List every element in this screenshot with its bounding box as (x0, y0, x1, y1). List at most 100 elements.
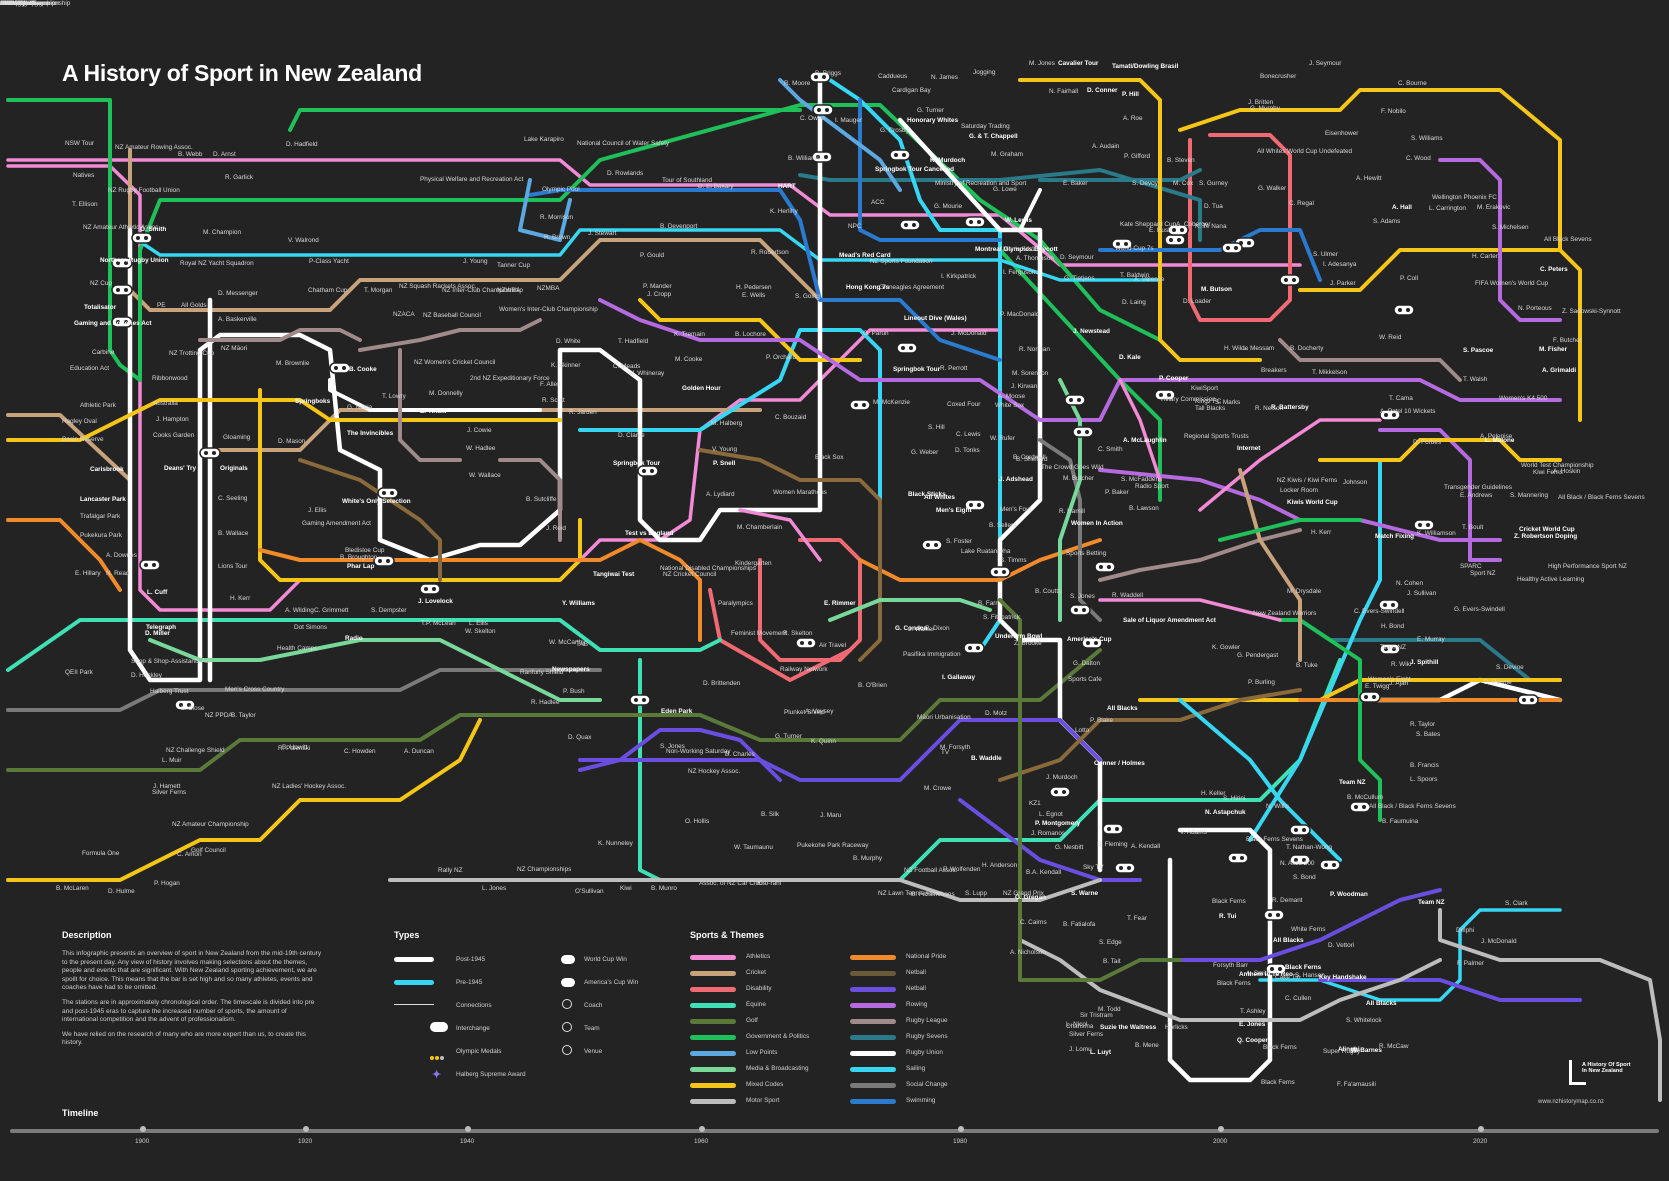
station-label: N. Plummer (0, 0, 36, 7)
station-label: W. Wallace (469, 472, 501, 479)
station-label: Men's Cross Country (225, 686, 285, 693)
station-label: NZWBA (497, 287, 521, 294)
station-label: S. Lupp (965, 890, 988, 897)
interchange-stops (111, 71, 1539, 975)
station-label: A. Pelenise (1480, 433, 1513, 440)
station-label: A. McLaughlin (1123, 437, 1167, 444)
station-label: H. Keller (1201, 790, 1226, 797)
station-label: D. White (556, 338, 581, 345)
interchange-dot (1522, 698, 1526, 702)
station-label: J. Spithill (1410, 659, 1439, 666)
station-label: F. Fa'amausili (1337, 1081, 1376, 1088)
station-label: Totalisator (84, 304, 117, 311)
station-label: Basin Reserve (62, 436, 104, 443)
station-label: W. Rufer (990, 435, 1015, 442)
station-label: E. Andrews (1460, 492, 1493, 499)
interchange-dot (116, 261, 120, 265)
station-label: T. Morgan (364, 287, 393, 294)
timeline-tick (1478, 1126, 1484, 1132)
station-label: S. Hirini (1223, 795, 1246, 802)
theme-swatch (850, 1099, 896, 1104)
station-label: G. Gregan (1015, 894, 1046, 901)
station-label: M. Graham (991, 151, 1023, 158)
station-label: Sports Cafe (1068, 676, 1102, 683)
station-label: B. Briggs (815, 70, 841, 77)
station-label: B. Colling (0, 0, 28, 7)
station-label: R. Skelton (783, 630, 813, 637)
interchange-dot (1069, 398, 1073, 402)
station-label: L. Spoors (1410, 776, 1438, 783)
legend-label: Venue (584, 1048, 603, 1055)
legend-label: Media & Broadcasting (746, 1065, 809, 1072)
station-label: H. Manuel-Carpenter (0, 0, 60, 7)
station-label: Johnson (1343, 479, 1368, 486)
station-label: J. Walker (908, 626, 935, 633)
interchange-stop (131, 232, 153, 244)
station-label: S. Marks (1215, 399, 1241, 406)
timeline-year: 1900 (135, 1138, 150, 1145)
station-label: Cooks Garden (153, 432, 195, 439)
station-label: NZ Baseball Council (423, 312, 481, 319)
station-label: B. O'Brien (858, 682, 887, 689)
station-label: Cricket World Cup (1519, 526, 1575, 533)
station-label: H. Kerr (1311, 529, 1332, 536)
interchange-stop (1154, 389, 1176, 401)
station-label: K. Quinn (811, 738, 836, 745)
station-label: E. Jones (1239, 1021, 1266, 1028)
interchange-stop (1393, 304, 1415, 316)
rugby-league-line (398, 348, 462, 462)
interchange-dot (1124, 242, 1128, 246)
station-label: Black Sticks (908, 491, 946, 498)
station-label: Athletic Park (80, 402, 116, 409)
station-label: F. Allen (540, 381, 561, 388)
cricket-line (1238, 468, 1302, 662)
interchange-dot (432, 587, 436, 591)
station-label: HART (778, 183, 796, 190)
interchange-stop (1114, 862, 1136, 874)
interchange-dot (1398, 308, 1402, 312)
interchange-dot (1278, 967, 1282, 971)
interchange-stop (963, 642, 985, 654)
station-label: Kingz FC (1195, 398, 1222, 405)
rugby-union-line (328, 378, 542, 412)
types-heading: Types (394, 930, 420, 940)
station-label: Tour of Southland (662, 177, 713, 184)
station-label: K. Te Nana (1195, 223, 1227, 230)
station-label: Springbok Tour Cancelled (875, 166, 955, 173)
station-label: A. Audain (1092, 143, 1120, 150)
station-label: I. Ferguson (1003, 269, 1036, 276)
station-label: D. Rowlands (607, 170, 644, 177)
interchange-dot (116, 320, 120, 324)
station-label: J. Parker (1330, 280, 1356, 287)
interchange-dot (1332, 863, 1336, 867)
interchange-dot (342, 366, 346, 370)
station-label: Black Ferns (1285, 964, 1322, 971)
station-label: Delphi (1456, 927, 1475, 934)
pre-1945-icon (394, 980, 434, 985)
interchange-dot (968, 646, 972, 650)
legend-label: Coach (584, 1002, 603, 1009)
station-label: P. Woodman (1330, 891, 1368, 898)
station-label: B. Charles (725, 751, 755, 758)
interchange-stop (989, 566, 1011, 578)
theme-swatch (690, 1019, 736, 1024)
interchange-dot (1082, 608, 1086, 612)
station-label: Kate Sheppard Cup (1120, 221, 1177, 228)
interchange-stop (199, 447, 221, 459)
mixed-codes-line (1298, 248, 1582, 422)
interchange-icon (430, 1022, 448, 1032)
timeline-year: 1980 (953, 1138, 968, 1145)
team-icon (562, 1022, 572, 1032)
timeline-heading: Timeline (62, 1108, 99, 1118)
station-label: C. Bouzaid (775, 414, 807, 421)
station-label: NZ Challenge Shield (166, 747, 225, 754)
station-label: B. Docherty (1290, 345, 1324, 352)
station-label: H. Bond (1381, 623, 1405, 630)
legend-label: Government & Politics (746, 1033, 810, 1040)
station-label: M. Chamberlain (737, 524, 783, 531)
station-label: White Sox (995, 402, 1025, 409)
station-label: P. Burling (1248, 679, 1275, 686)
interchange-stop (1081, 637, 1103, 649)
station-label: S. Jones (1070, 593, 1095, 600)
station-label: D. Loader (1183, 298, 1212, 305)
